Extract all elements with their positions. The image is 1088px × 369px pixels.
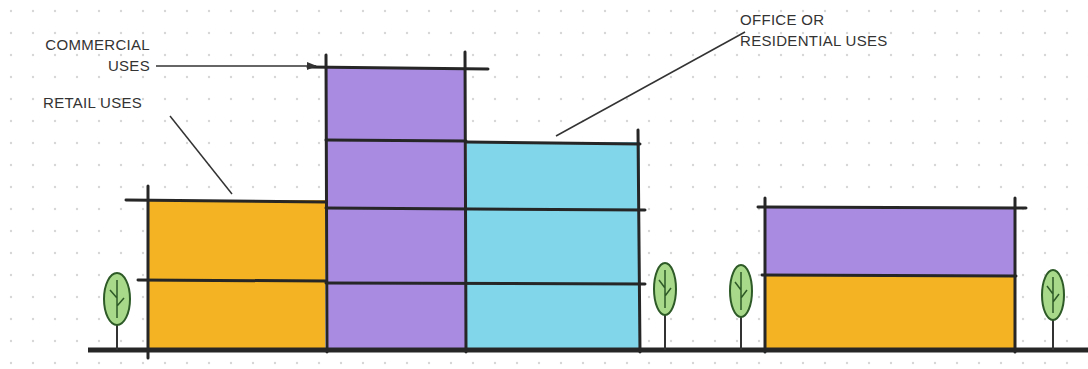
commercial-block xyxy=(765,208,1015,275)
leader-line xyxy=(170,116,232,194)
callout-label: OFFICE OR RESIDENTIAL USES xyxy=(740,9,918,51)
tree xyxy=(654,263,676,350)
leader-arrow xyxy=(156,65,316,67)
office-block xyxy=(467,142,640,350)
retail-block xyxy=(148,200,325,350)
callout-label: COMMERCIAL USES xyxy=(30,34,150,76)
tree xyxy=(104,273,130,350)
tree xyxy=(1042,270,1064,350)
ground-line xyxy=(88,348,1088,353)
retail-block xyxy=(765,275,1015,350)
tree xyxy=(730,265,752,350)
building-outlines xyxy=(126,52,1026,358)
leader-line xyxy=(556,32,745,136)
callout-label: RETAIL USES xyxy=(43,92,142,113)
